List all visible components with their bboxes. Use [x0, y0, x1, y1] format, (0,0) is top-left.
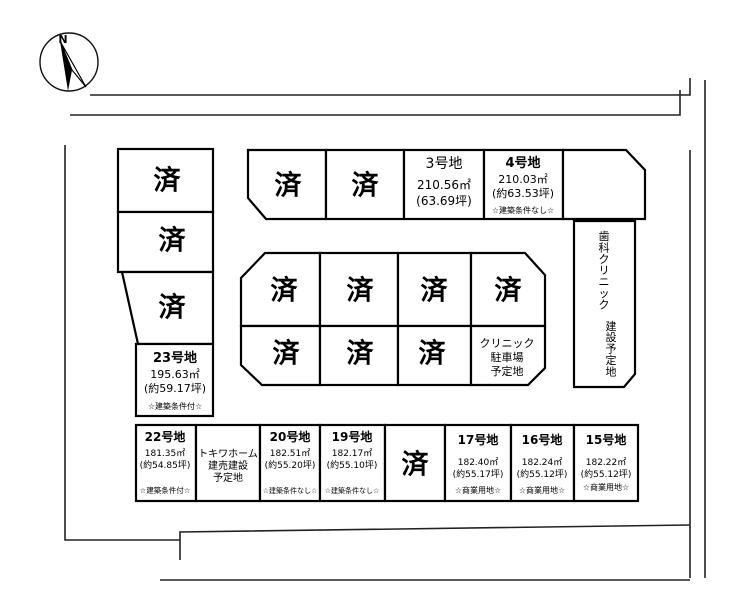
clinic-parking-label-1: クリニック — [480, 337, 535, 350]
lot-19-title: 19号地 — [332, 429, 373, 444]
dental-clinic-char: 予 — [606, 343, 617, 356]
lot-16-title: 16号地 — [522, 432, 563, 447]
lot-center-4[interactable] — [469, 251, 547, 328]
clinic-parking-label-2: 駐車場 — [491, 350, 524, 364]
lot-north-corner[interactable] — [561, 148, 647, 221]
dental-clinic-char: ニ — [599, 276, 610, 289]
lot-22-tsubo: (約54.85坪) — [140, 459, 191, 471]
lot-16-tsubo: (約55.12坪) — [517, 468, 568, 480]
lot-3-area: 210.56㎡ — [417, 178, 471, 192]
lot-19-area: 182.17㎡ — [332, 448, 373, 459]
road-west — [64, 145, 180, 541]
lot-16-note: ☆商業用地☆ — [519, 485, 565, 495]
sold-mark: 済 — [347, 338, 375, 370]
lot-20-title: 20号地 — [270, 429, 311, 444]
lot-20[interactable] — [258, 423, 322, 503]
lot-22-note: ☆建築条件付☆ — [140, 485, 191, 495]
lot-west-1[interactable] — [116, 147, 215, 214]
lot-15[interactable] — [572, 423, 640, 503]
lot-15-note: ☆商業用地☆ — [583, 482, 629, 492]
lot-15-title: 15号地 — [586, 432, 627, 447]
lot-20-area: 182.51㎡ — [270, 448, 311, 459]
lot-15-area: 182.22㎡ — [586, 457, 627, 468]
sold-mark: 済 — [159, 225, 187, 257]
lot-center-5[interactable] — [239, 324, 322, 387]
lot-23-area: 195.63㎡ — [150, 368, 200, 381]
lot-22-title: 22号地 — [145, 429, 186, 444]
dental-clinic-char: 科 — [599, 240, 610, 254]
lot-south-sold[interactable] — [383, 423, 447, 503]
dental-clinic-char: ク — [599, 253, 610, 266]
sold-mark: 済 — [347, 275, 375, 307]
lot-20-tsubo: (約55.20坪) — [265, 459, 316, 471]
clinic-parking-label-3: 予定地 — [491, 364, 524, 378]
sold-mark: 済 — [421, 275, 449, 307]
dental-clinic-char: 設 — [606, 330, 617, 344]
lot-4-tsubo: (約63.53坪) — [492, 186, 554, 200]
dental-clinic-char: 定 — [606, 353, 617, 367]
lot-4-note: ☆建築条件なし☆ — [492, 205, 554, 215]
road-north-upper — [90, 78, 691, 96]
sold-mark: 済 — [159, 292, 187, 324]
road-south-upper — [179, 524, 691, 560]
sold-mark: 済 — [495, 275, 523, 307]
compass: N — [39, 32, 99, 92]
dental-clinic-lot[interactable] — [572, 219, 637, 389]
tokiwa-home-lot[interactable] — [194, 423, 262, 503]
sold-mark: 済 — [273, 338, 301, 370]
lot-22[interactable] — [134, 423, 198, 503]
lot-16-area: 182.24㎡ — [522, 457, 563, 468]
sold-mark: 済 — [352, 170, 380, 202]
lot-3-title: 3号地 — [426, 156, 463, 172]
sold-mark: 済 — [419, 338, 447, 370]
lot-north-1[interactable] — [246, 148, 328, 221]
lot-3[interactable] — [402, 148, 486, 221]
lot-19-note: ☆建築条件なし☆ — [325, 486, 380, 495]
north-arrow-outline-icon — [59, 40, 87, 88]
sold-mark: 済 — [154, 165, 182, 197]
sold-mark: 済 — [275, 170, 303, 202]
lot-23-title: 23号地 — [153, 350, 197, 366]
dental-clinic-char: ク — [599, 298, 610, 311]
lot-17-area: 182.40㎡ — [458, 457, 499, 468]
compass-label: N — [58, 33, 67, 46]
lot-4-title: 4号地 — [505, 155, 540, 171]
lot-3-tsubo: (63.69坪) — [416, 194, 472, 208]
dental-clinic-char: リ — [599, 264, 610, 277]
lot-center-3[interactable] — [396, 251, 473, 328]
lot-23-note: ☆建築条件付☆ — [148, 401, 202, 411]
lot-4[interactable] — [482, 148, 565, 221]
lot-20-note: ☆建築条件なし☆ — [263, 486, 318, 495]
dental-clinic-char: 歯 — [599, 230, 610, 243]
tokiwa-label-1: トキワホーム — [198, 448, 258, 460]
lot-22-area: 181.35㎡ — [145, 448, 186, 459]
tokiwa-label-3: 予定地 — [213, 471, 243, 484]
dental-clinic-char: 地 — [606, 365, 617, 378]
sold-mark: 済 — [402, 449, 430, 481]
lot-17-tsubo: (約55.17坪) — [453, 468, 504, 480]
dental-clinic-char: 建 — [606, 319, 617, 333]
dental-clinic-char: ッ — [599, 287, 610, 300]
lot-center-6[interactable] — [318, 324, 400, 387]
lot-17-title: 17号地 — [458, 432, 499, 447]
roads — [64, 78, 706, 581]
sold-mark: 済 — [271, 275, 299, 307]
tokiwa-label-2: 建売建設 — [208, 459, 248, 472]
lot-4-area: 210.03㎡ — [498, 173, 548, 186]
lot-17-note: ☆商業用地☆ — [455, 485, 501, 495]
lot-23-tsubo: (約59.17坪) — [144, 381, 206, 395]
north-arrow-icon — [60, 41, 72, 91]
clinic-parking-lot[interactable] — [469, 324, 547, 387]
lot-19-tsubo: (約55.10坪) — [327, 459, 378, 471]
road-north-lower — [70, 90, 681, 116]
lot-17[interactable] — [443, 423, 513, 503]
lot-15-tsubo: (約55.12坪) — [581, 468, 632, 480]
lot-23[interactable] — [134, 342, 215, 418]
